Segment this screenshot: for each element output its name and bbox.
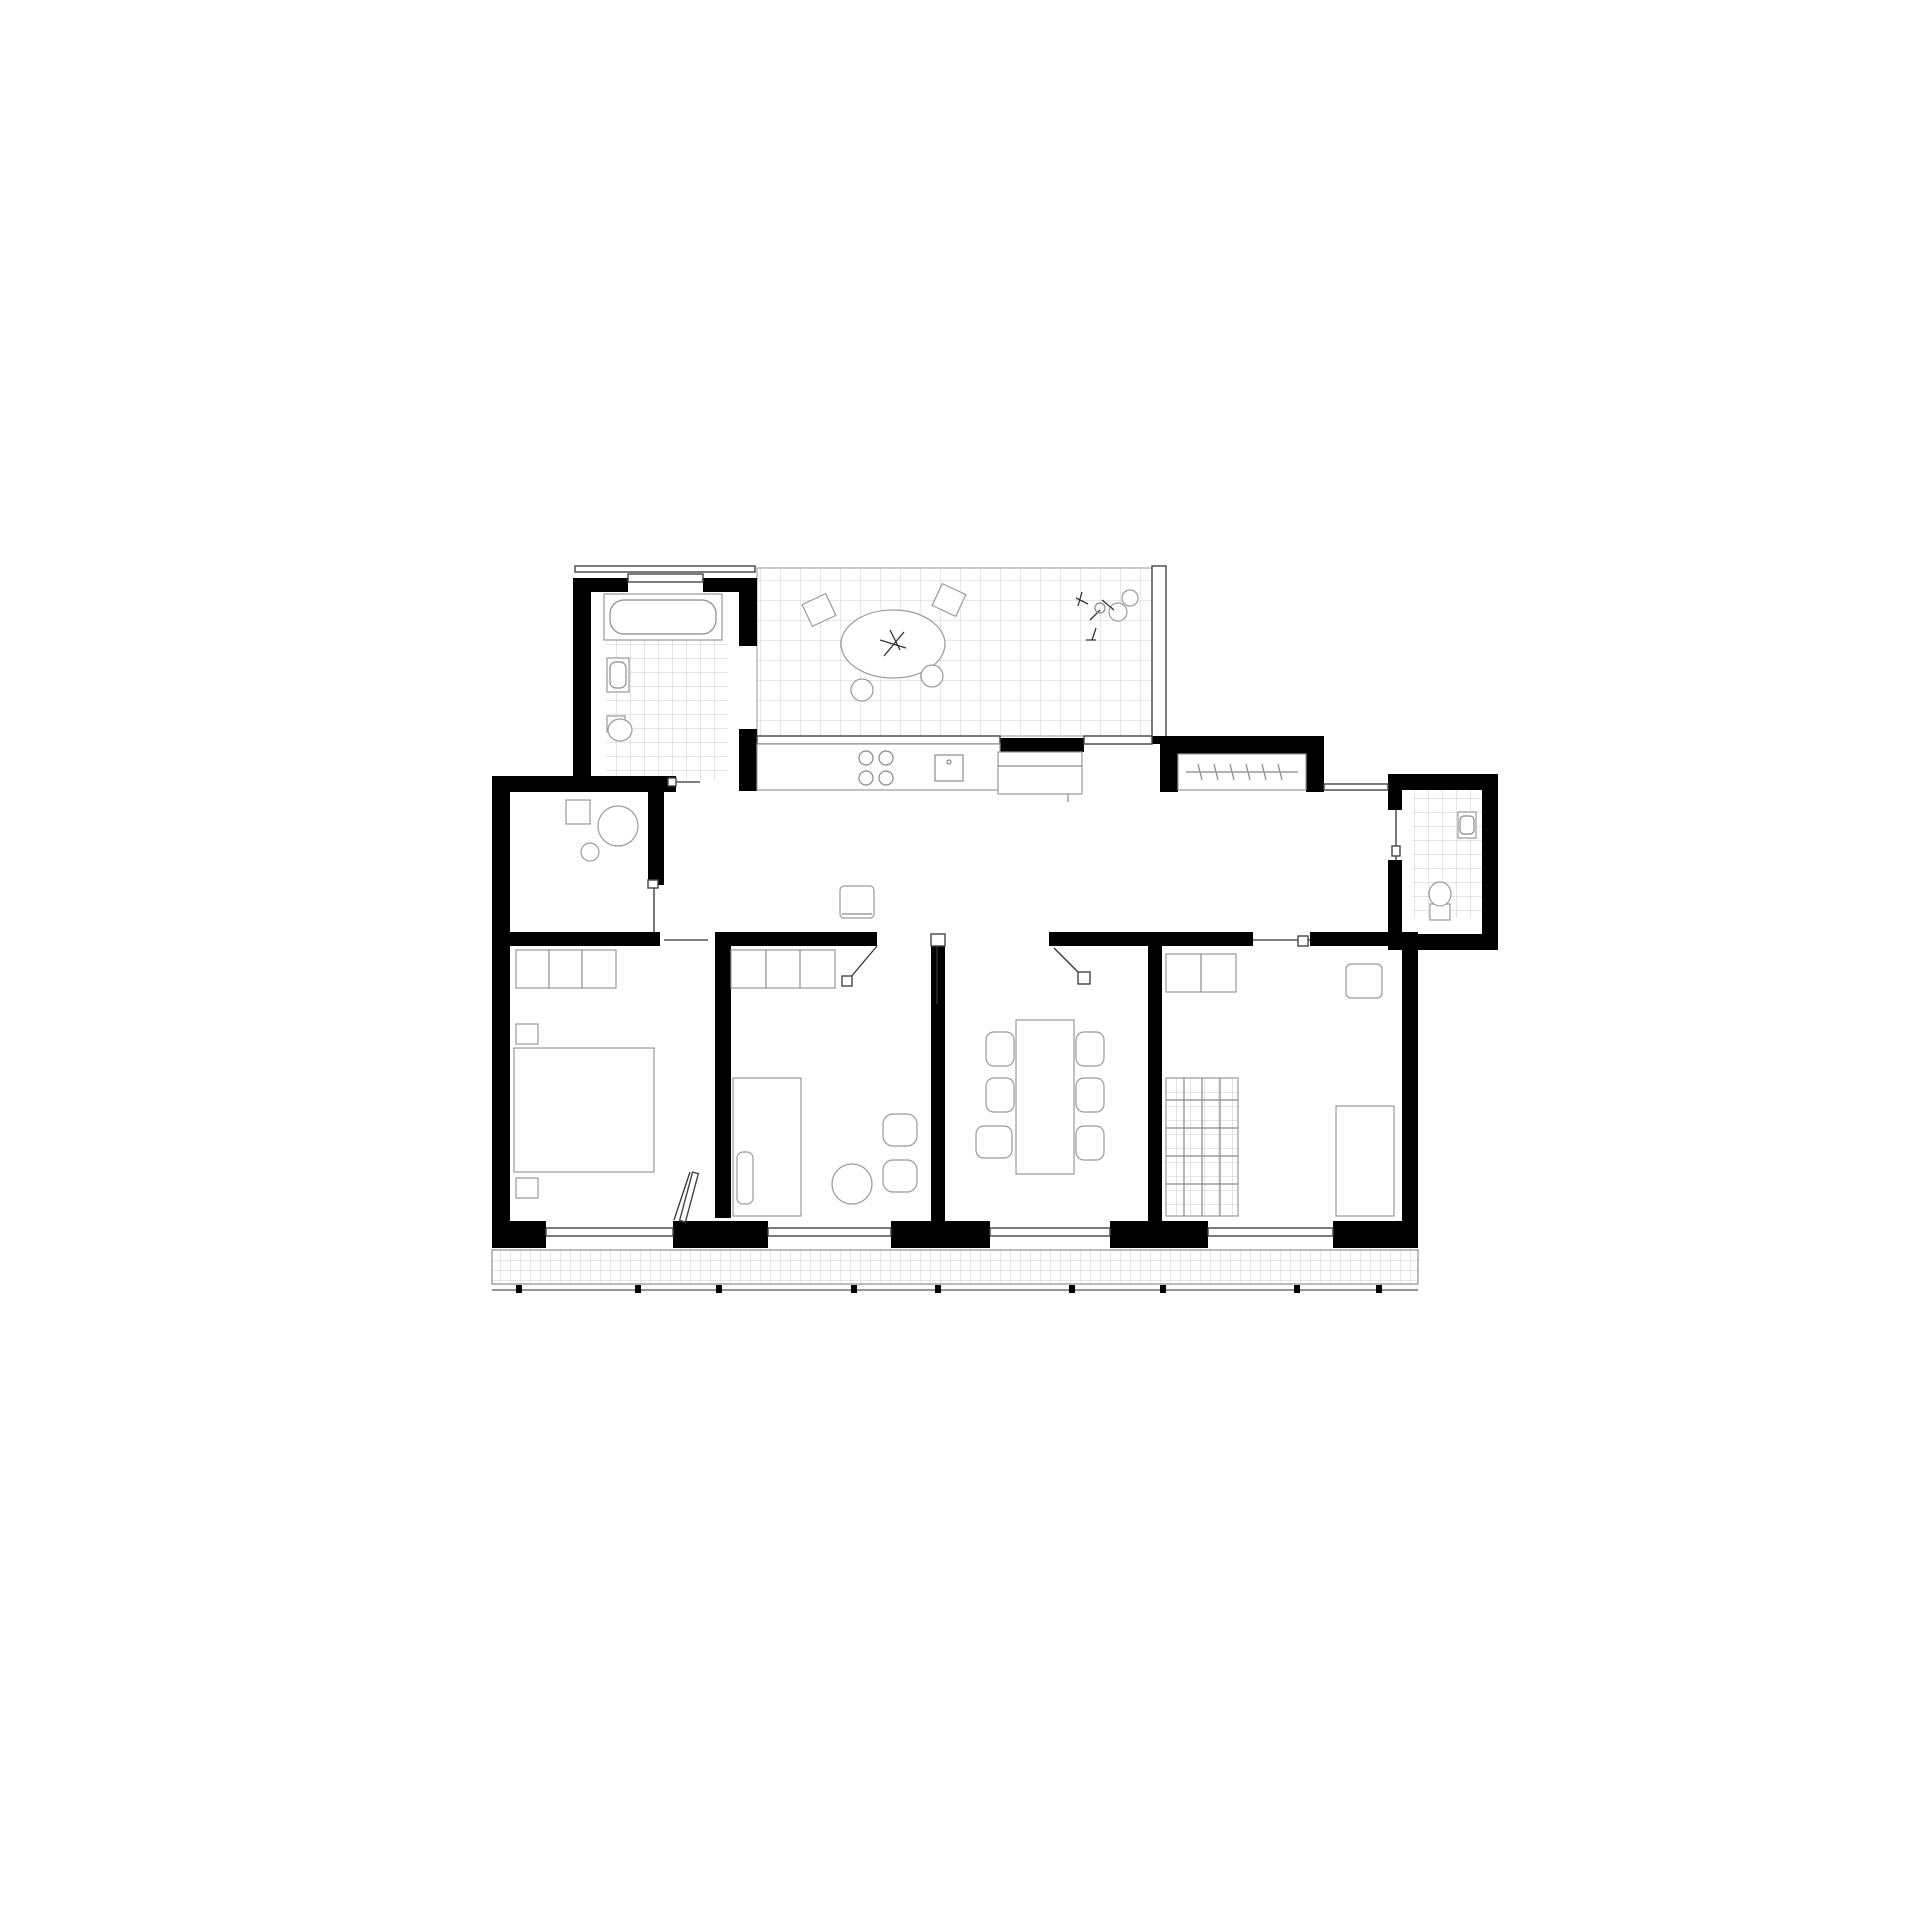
chair-icon xyxy=(975,1031,1105,1161)
desk-icon xyxy=(1335,1105,1395,1217)
terrace-railing xyxy=(574,565,1167,743)
washer-icon xyxy=(565,799,639,862)
toilet-icon xyxy=(606,715,633,742)
chair-icon xyxy=(839,885,875,919)
door-swing-icon xyxy=(667,777,700,787)
chair-icon xyxy=(736,1113,918,1205)
sink-icon xyxy=(606,657,630,693)
chair-icon xyxy=(1345,963,1383,999)
door-swing-icon xyxy=(647,879,708,941)
door-swing-icon xyxy=(1253,935,1310,947)
front-balcony-floor xyxy=(491,1249,1419,1285)
plant-icon xyxy=(1075,589,1139,641)
kitchen-counter xyxy=(756,743,1001,791)
wardrobe-rack xyxy=(1177,753,1307,791)
wardrobe-units xyxy=(730,949,836,989)
wardrobe-units xyxy=(515,949,617,989)
door-swing-icon xyxy=(1391,810,1401,860)
door-swing-icon xyxy=(673,1171,700,1223)
fridge-icon xyxy=(997,751,1083,802)
door-swing-icon xyxy=(841,945,878,987)
balcony-railing-posts xyxy=(516,1285,1382,1293)
table-icon xyxy=(840,609,946,679)
sink-icon xyxy=(1457,811,1477,839)
windows xyxy=(545,573,1389,1237)
side-table-icon xyxy=(831,1163,873,1205)
wardrobe-units xyxy=(1165,953,1237,993)
walls xyxy=(492,578,1498,1248)
bed-icon xyxy=(513,1047,655,1173)
sink-icon xyxy=(934,754,964,782)
stove-icon xyxy=(858,750,894,786)
table-icon xyxy=(1015,1019,1075,1175)
chair-icon xyxy=(801,582,967,702)
nightstand-icon xyxy=(515,1023,539,1199)
toilet-icon xyxy=(1428,881,1452,921)
shelf-grid-icon xyxy=(1165,1077,1239,1217)
door-swing-icon xyxy=(930,933,1091,1004)
bathtub-icon xyxy=(603,593,723,641)
